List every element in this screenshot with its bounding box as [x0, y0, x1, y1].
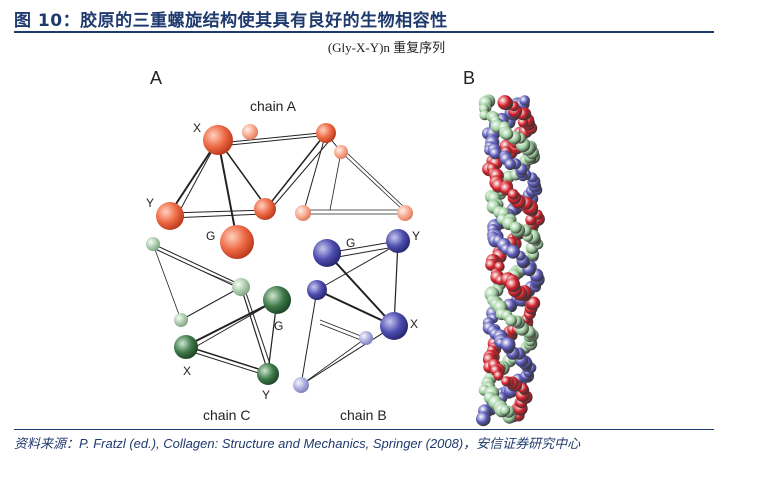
helix-atom: [500, 405, 511, 416]
chain-a-bonds: [170, 133, 405, 240]
chain-a-x-residue: [203, 125, 233, 155]
chain-c-bonds: [153, 244, 277, 376]
triple-helix-model: [476, 94, 545, 426]
source-note: 资料来源：P. Fratzl (ed.), Collagen: Structur…: [14, 433, 719, 455]
label-b-x: X: [410, 317, 418, 331]
chain-a-g-residue: [220, 225, 254, 259]
label-b-y: Y: [412, 229, 420, 243]
chain-c-g-residue: [263, 286, 291, 314]
helix-atom: [506, 245, 520, 259]
helix-atom: [505, 315, 517, 327]
helix-atom: [501, 128, 513, 140]
helix-atom: [506, 278, 520, 292]
label-c-x: X: [183, 364, 191, 378]
source-rule: [14, 429, 714, 430]
label-c-y: Y: [262, 388, 270, 402]
helix-atom: [476, 412, 491, 427]
label-b-g: G: [346, 236, 355, 250]
label-c-g: G: [274, 319, 283, 333]
helix-atom: [498, 95, 513, 110]
chain-c-label: chain C: [203, 407, 250, 423]
chain-a-residues: [156, 123, 413, 259]
chain-b-g-residue: [313, 239, 341, 267]
chain-b-bonds: [301, 241, 400, 385]
panel-a-label: A: [150, 68, 162, 88]
helix-atom: [501, 337, 516, 352]
panel-b-label: B: [463, 68, 475, 88]
helix-atom: [508, 189, 519, 200]
helix-atom: [510, 222, 522, 234]
helix-atom: [519, 95, 530, 106]
chain-c-x-residue: [174, 335, 198, 359]
chain-b-y-residue: [386, 229, 410, 253]
label-a-y: Y: [146, 196, 154, 210]
chain-a-label: chain A: [250, 98, 297, 114]
chain-b-x-residue: [380, 312, 408, 340]
label-a-g: G: [206, 229, 215, 243]
helix-atom: [501, 376, 511, 386]
chain-c-y-residue: [257, 363, 279, 385]
label-a-x: X: [193, 121, 201, 135]
helix-atom: [505, 159, 516, 170]
chain-b-residues: [293, 229, 410, 393]
chain-b-label: chain B: [340, 407, 387, 423]
chain-a-y-residue: [156, 202, 184, 230]
